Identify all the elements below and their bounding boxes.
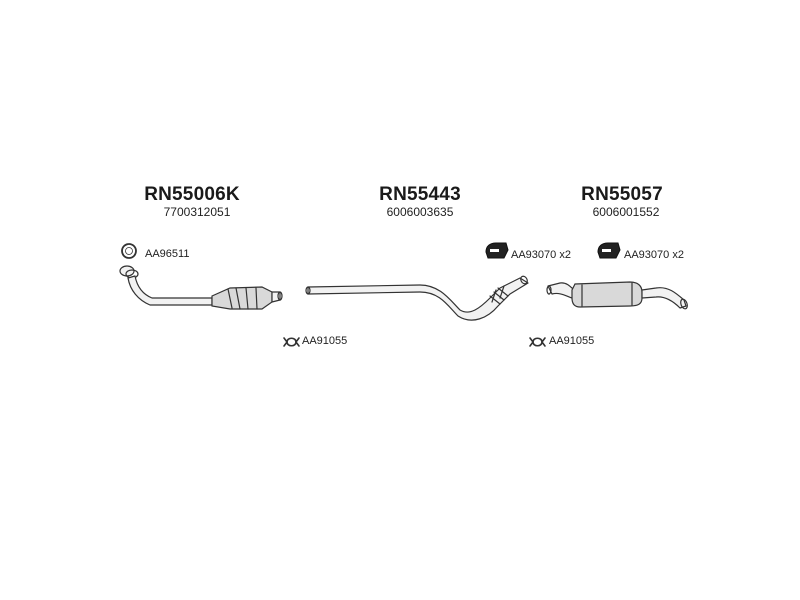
- hanger-label-left: AA93070 x2: [511, 249, 571, 261]
- group-number-front-pipe: 7700312051: [163, 205, 231, 219]
- clamp-label-right: AA91055: [549, 335, 595, 347]
- clamp-label-left: AA91055: [302, 335, 348, 347]
- hanger-label-right: AA93070 x2: [624, 249, 684, 261]
- group-title-middle-pipe: RN55443: [379, 184, 461, 205]
- group-title-front-pipe: RN55006K: [144, 184, 240, 205]
- middle-pipe: [305, 275, 529, 321]
- front-pipe-with-catalyst: [119, 265, 283, 310]
- rubber-hanger-icon-left: [485, 242, 509, 259]
- group-number-middle-pipe: 6006003635: [386, 205, 454, 219]
- group-title-rear-silencer: RN55057: [581, 184, 663, 205]
- ring-gasket-icon: [121, 243, 137, 259]
- group-number-rear-silencer: 6006001552: [592, 205, 660, 219]
- rubber-hanger-icon-right: [597, 242, 621, 259]
- pipe-clamp-icon-left: [283, 337, 300, 347]
- gasket-label: AA96511: [145, 248, 190, 260]
- rear-silencer: [546, 281, 688, 310]
- pipe-clamp-icon-right: [529, 337, 546, 347]
